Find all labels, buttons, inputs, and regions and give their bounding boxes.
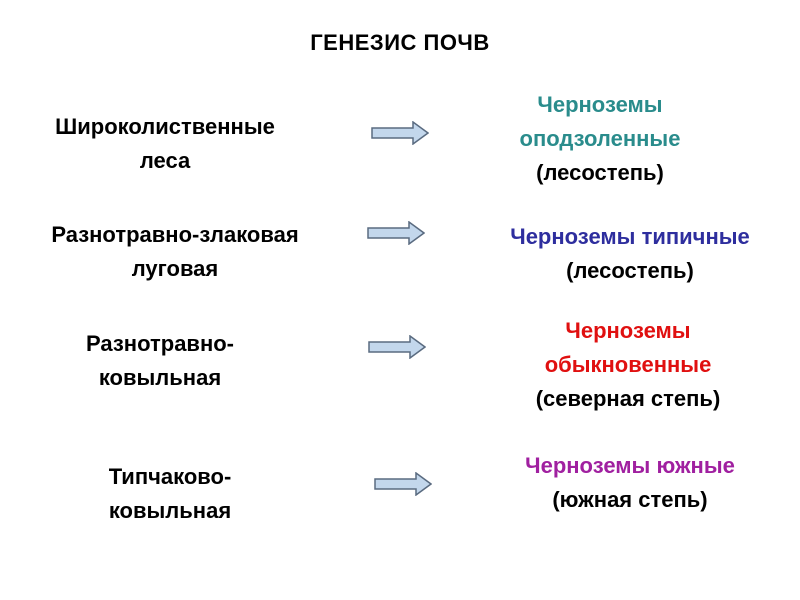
arrow-1-shape [371,121,429,145]
soil-1-name-line-2: оподзоленные [519,126,681,151]
vegetation-2-line-2: луговая [131,256,219,281]
vegetation-2: Разнотравно-злаковая луговая [30,218,320,286]
soil-2-zone: (лесостепь) [566,258,694,283]
arrow-1 [371,121,429,145]
arrow-4 [374,472,432,496]
soil-1: Черноземы оподзоленные (лесостепь) [450,88,750,190]
soil-1-name-line-1: Черноземы [537,92,663,117]
soil-3-zone: (северная степь) [535,386,721,411]
soil-4-zone: (южная степь) [552,487,708,512]
vegetation-3: Разнотравно- ковыльная [30,327,290,395]
soil-2: Черноземы типичные (лесостепь) [475,220,785,288]
vegetation-1: Широколиственные леса [20,110,310,178]
soil-3: Черноземы обыкновенные (северная степь) [478,314,778,416]
vegetation-2-line-1: Разнотравно-злаковая [51,222,299,247]
vegetation-1-line-1: Широколиственные [55,114,275,139]
vegetation-4-line-1: Типчаково- [108,464,232,489]
vegetation-3-line-1: Разнотравно- [85,331,235,356]
diagram-title: ГЕНЕЗИС ПОЧВ [310,30,490,55]
soil-3-name-line-1: Черноземы [565,318,691,343]
soil-3-name-line-2: обыкновенные [544,352,712,377]
arrow-2 [367,221,425,245]
soil-1-zone: (лесостепь) [536,160,664,185]
soil-4-name-line-1: Черноземы южные [525,453,735,478]
vegetation-3-line-2: ковыльная [98,365,222,390]
soil-4: Черноземы южные (южная степь) [480,449,780,517]
vegetation-4: Типчаково- ковыльная [30,460,310,528]
soil-2-name-line-1: Черноземы типичные [510,224,750,249]
arrow-2-shape [367,221,425,245]
arrow-3-shape [368,335,426,359]
arrow-3 [368,335,426,359]
vegetation-4-line-2: ковыльная [108,498,232,523]
arrow-4-shape [374,472,432,496]
vegetation-1-line-2: леса [139,148,191,173]
